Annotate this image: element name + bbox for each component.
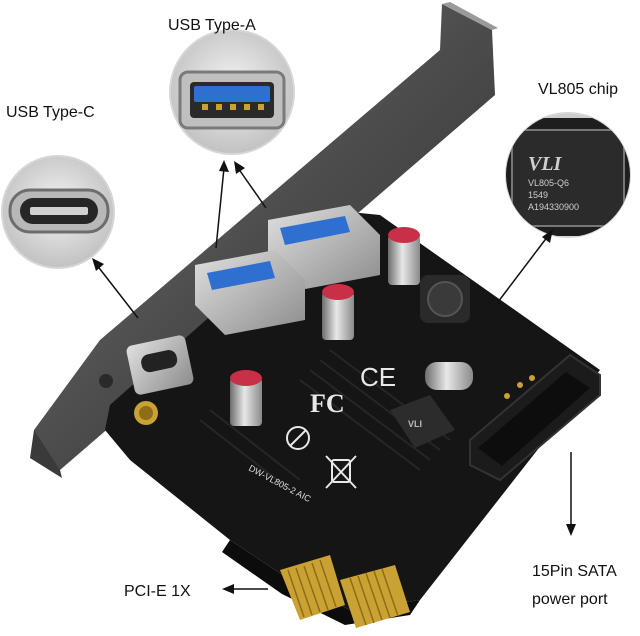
crystal-oscillator xyxy=(425,362,473,390)
vl805-chip-zoom: VLI VL805-Q6 1549 A194330900 xyxy=(505,112,631,238)
chip-brand-zoom: VLI xyxy=(528,153,563,175)
ce-mark: CE xyxy=(360,362,396,392)
chip-lot-code: A194330900 xyxy=(528,202,579,212)
arrow-to-vl805 xyxy=(497,229,553,303)
chip-brand-on-board: VLI xyxy=(408,419,422,429)
arrow-to-typea-2 xyxy=(234,161,267,209)
capacitor xyxy=(388,227,420,285)
inductor xyxy=(420,275,470,323)
capacitor xyxy=(230,370,262,426)
arrow-to-typec xyxy=(92,258,139,319)
chip-part-number: VL805-Q6 xyxy=(528,178,569,188)
usb-c-port xyxy=(126,335,194,395)
arrow-to-pcie xyxy=(222,584,268,594)
pcie-gold-contacts xyxy=(280,555,410,628)
label-usb-type-a: USB Type-A xyxy=(168,17,256,34)
capacitor xyxy=(322,284,354,340)
label-pcie-1x: PCI-E 1X xyxy=(124,583,191,600)
fc-mark: FC xyxy=(310,389,345,418)
label-vl805-chip: VL805 chip xyxy=(538,81,619,98)
weee-bin-icon xyxy=(325,455,357,489)
usb-type-c-zoom xyxy=(1,155,115,269)
usb-a-port-upper xyxy=(268,205,380,290)
mounting-screw xyxy=(134,401,158,425)
chip-date-code: 1549 xyxy=(528,190,548,200)
label-sata-line2: power port xyxy=(532,591,608,608)
arrow-to-typea-1 xyxy=(215,160,229,249)
pb-free-icon xyxy=(286,426,310,450)
controller-chip: VLI xyxy=(390,395,455,448)
usb-a-port-lower xyxy=(195,250,305,335)
sata-power-connector xyxy=(469,353,601,482)
callout-arrows xyxy=(92,160,576,594)
label-sata-line1: 15Pin SATA xyxy=(532,563,617,580)
label-usb-type-c: USB Type-C xyxy=(6,104,95,121)
arrow-to-sata xyxy=(566,452,576,536)
usb-type-a-zoom xyxy=(169,29,295,155)
